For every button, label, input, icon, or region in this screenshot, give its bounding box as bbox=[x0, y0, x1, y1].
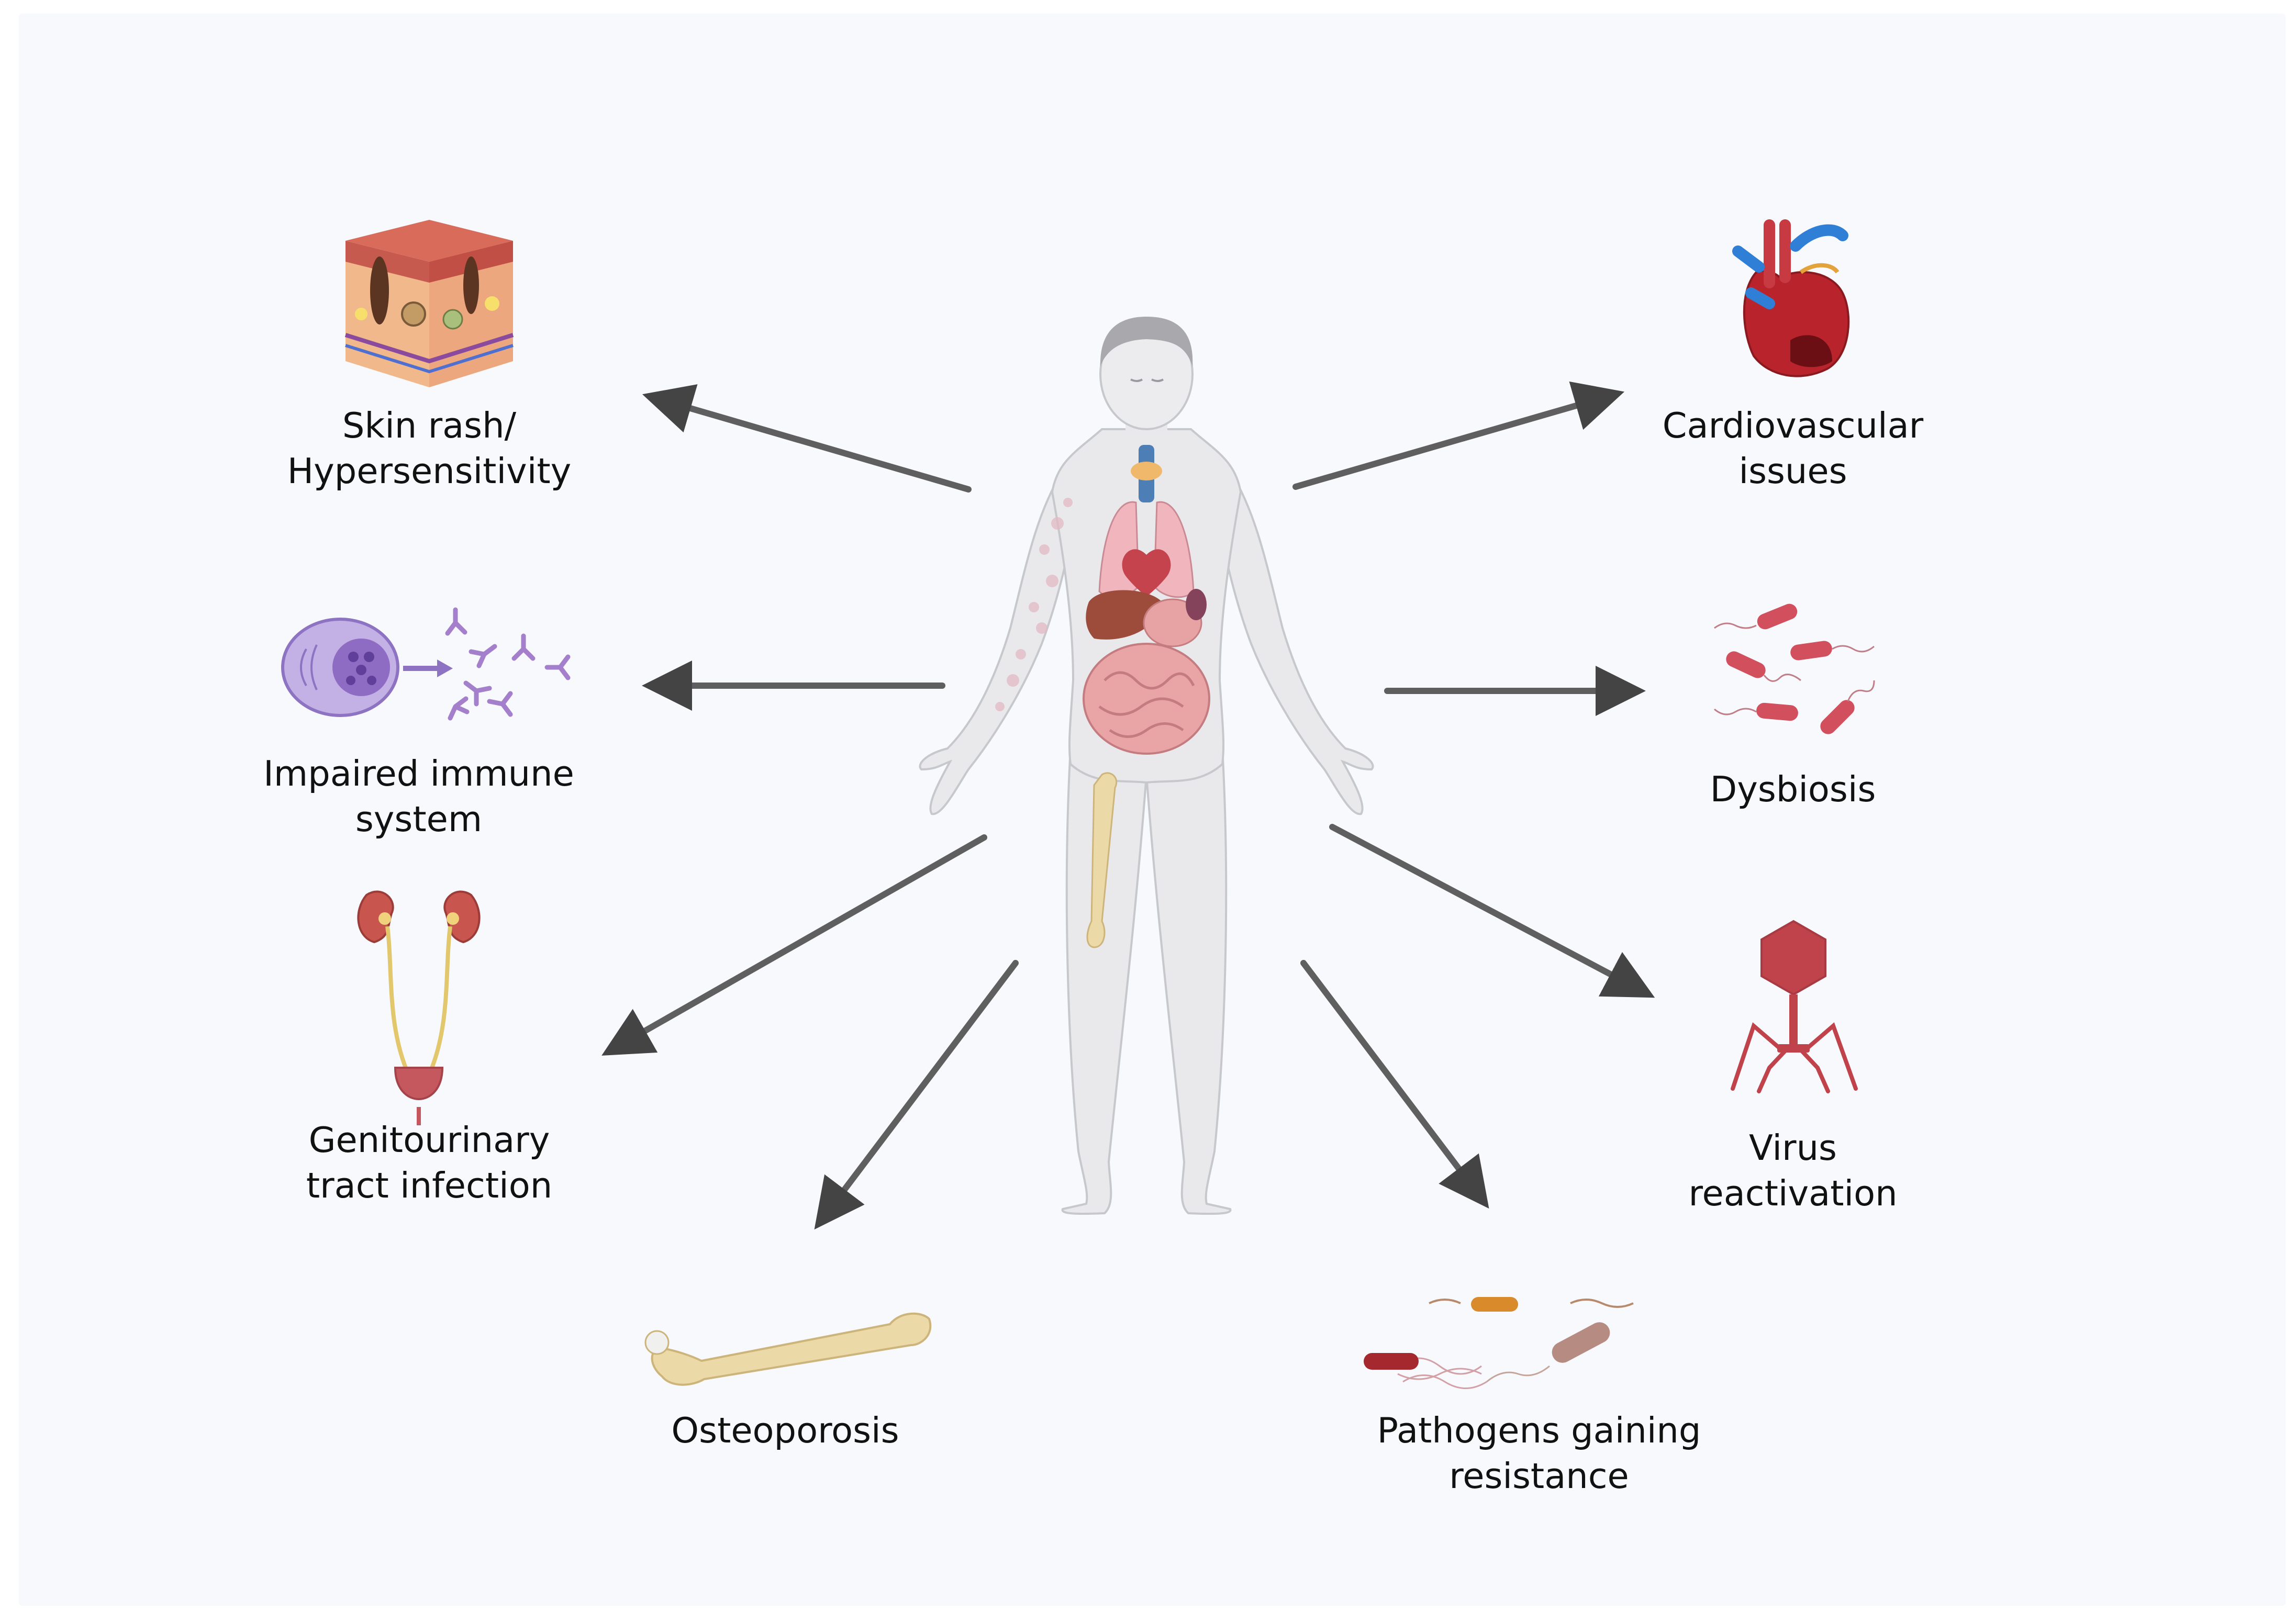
arrow-to-virus bbox=[1329, 824, 1655, 998]
impaired-immune-label: Impaired immune system bbox=[263, 753, 574, 840]
heart-icon bbox=[1732, 219, 1850, 377]
femur-bone-icon bbox=[644, 1312, 932, 1386]
gut-bacteria-icon bbox=[1714, 603, 1875, 734]
dysbiosis-label: Dysbiosis bbox=[1710, 769, 1876, 810]
human-body-organs-icon bbox=[919, 317, 1374, 1215]
pathogens-label: Pathogens gaining resistance bbox=[1377, 1410, 1701, 1496]
genitourinary-label: Genitourinary tract infection bbox=[306, 1120, 553, 1206]
arrow-to-skin bbox=[642, 384, 972, 493]
osteoporosis-label: Osteoporosis bbox=[671, 1410, 899, 1451]
virus-reactivation-label: Virus reactivation bbox=[1688, 1127, 1898, 1214]
bacteriophage-icon bbox=[1731, 920, 1858, 1093]
arrow-to-osteoporosis bbox=[814, 960, 1019, 1230]
b-cell-antibodies-icon bbox=[281, 607, 571, 721]
arrows bbox=[601, 381, 1655, 1230]
cardiovascular-label: Cardiovascular issues bbox=[1662, 405, 1924, 491]
kidneys-bladder-icon bbox=[357, 890, 481, 1125]
arrow-to-cardiovascular bbox=[1292, 381, 1625, 490]
arrow-to-genitourinary bbox=[601, 834, 987, 1056]
bacteria-icon bbox=[1364, 1297, 1634, 1389]
skin-tissue-icon bbox=[344, 220, 514, 387]
arrow-to-pathogens bbox=[1300, 960, 1489, 1209]
skin-rash-label: Skin rash/ Hypersensitivity bbox=[287, 405, 572, 491]
